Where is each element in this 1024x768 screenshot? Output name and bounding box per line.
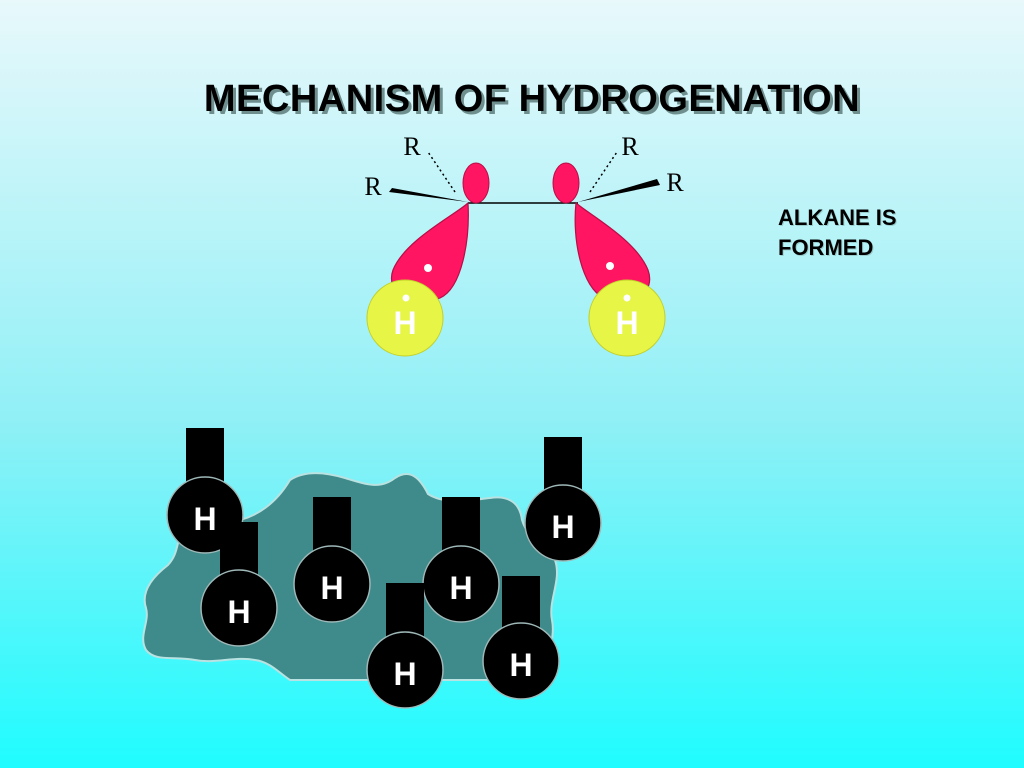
- r-group-label-left: R: [364, 172, 382, 201]
- r-group-label-right: R: [666, 168, 684, 197]
- electron-dot-left: [424, 264, 432, 272]
- electron-dot-right: [606, 262, 614, 270]
- hydrogen-atom-left: H: [366, 279, 444, 357]
- hydrogen-label: H: [449, 570, 472, 606]
- hydrogen-atom-right: H: [588, 279, 666, 357]
- slide-title: MECHANISM OF HYDROGENATION: [203, 78, 861, 120]
- adsorbed-hydrogen-4: H: [422, 497, 500, 623]
- dashed-bond-right: [589, 151, 618, 193]
- hydrogen-label: H: [393, 656, 416, 692]
- adsorbed-hydrogen-6: H: [366, 583, 444, 709]
- adsorbed-hydrogen-7: H: [482, 576, 560, 700]
- hydrogen-label: H: [393, 305, 416, 341]
- dashed-bond-left: [427, 151, 456, 193]
- result-note: ALKANE IS FORMED: [778, 205, 897, 260]
- hydrogen-label: H: [193, 501, 216, 537]
- wedge-bond-right: [578, 179, 660, 202]
- hydrogen-label: H: [320, 570, 343, 606]
- adsorbed-hydrogen-2: H: [200, 522, 278, 647]
- hydrogen-label: H: [227, 594, 250, 630]
- r-group-label-upper-right: R: [621, 132, 639, 161]
- r-group-label-upper-left: R: [403, 132, 421, 161]
- wedge-bond-left: [389, 188, 468, 202]
- alkane-molecule: H H R R R R: [364, 132, 684, 357]
- hydrogen-label: H: [509, 647, 532, 683]
- hydrogen-label: H: [615, 305, 638, 341]
- adsorbed-hydrogen-5: H: [524, 437, 602, 562]
- electron-dot: [623, 294, 631, 302]
- p-orbital-lobe-right: [552, 162, 580, 204]
- hydrogen-label: H: [551, 509, 574, 545]
- electron-dot: [402, 294, 410, 302]
- adsorbed-hydrogen-3: H: [293, 497, 371, 623]
- p-orbital-lobe-left: [462, 162, 490, 204]
